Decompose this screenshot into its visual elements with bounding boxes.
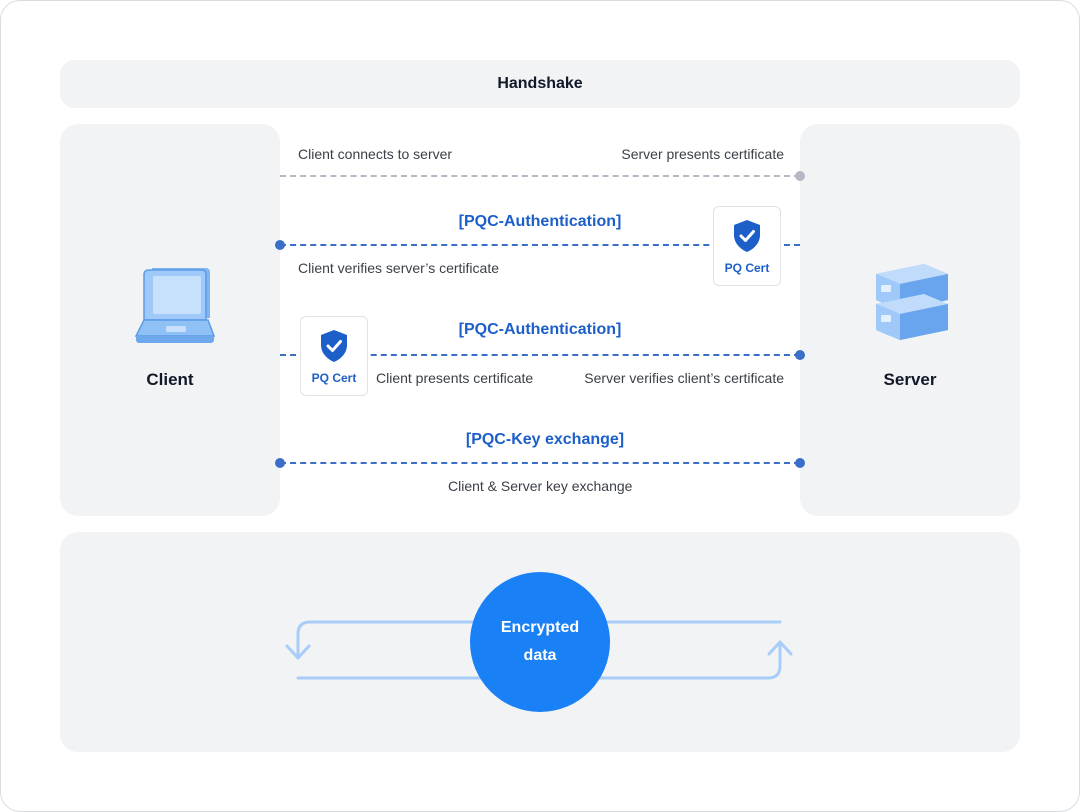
shield-check-icon xyxy=(321,330,347,362)
flow-arrow-right xyxy=(296,642,782,680)
encrypted-label-line1: Encrypted xyxy=(500,619,580,636)
client-presents-cert-text: Client presents certificate xyxy=(376,370,534,386)
pqc-client-auth-title: [PQC-Authentication] xyxy=(458,321,622,338)
server-auth-dot xyxy=(275,240,285,250)
key-exchange-left-dot xyxy=(275,458,285,468)
key-exchange-caption: Client & Server key exchange xyxy=(448,478,633,494)
pqc-server-auth-title: [PQC-Authentication] xyxy=(458,213,622,230)
client-cert-label: PQ Cert xyxy=(311,371,357,385)
client-label: Client xyxy=(146,370,194,389)
client-pq-cert: PQ Cert xyxy=(300,316,368,396)
shield-check-icon xyxy=(734,220,760,252)
client-verifies-text: Client verifies server’s certificate xyxy=(298,260,499,276)
encrypted-data-circle: Encrypted data xyxy=(470,572,610,712)
client-panel: Client xyxy=(60,124,280,516)
server-pq-cert: PQ Cert xyxy=(713,206,781,286)
encrypted-data-label: Encrypted data xyxy=(490,614,590,670)
laptop-icon xyxy=(134,268,216,343)
connect-endpoint-dot xyxy=(795,171,805,181)
pqc-key-exchange-title: [PQC-Key exchange] xyxy=(465,431,625,448)
key-exchange-line xyxy=(280,462,800,464)
server-panel: Server xyxy=(800,124,1020,516)
client-auth-line xyxy=(280,354,800,356)
server-icon xyxy=(876,264,948,340)
encrypted-label-line2: data xyxy=(523,647,557,664)
client-connects-text: Client connects to server xyxy=(298,146,453,162)
server-cert-label: PQ Cert xyxy=(724,261,770,275)
connect-line xyxy=(280,175,800,177)
client-auth-dot xyxy=(795,350,805,360)
handshake-title: Handshake xyxy=(497,75,583,92)
server-label: Server xyxy=(883,370,937,389)
flow-arrow-left xyxy=(296,620,782,658)
server-presents-cert-text: Server presents certificate xyxy=(621,146,784,162)
server-auth-line xyxy=(280,244,800,246)
handshake-header: Handshake xyxy=(60,60,1020,108)
server-verifies-text: Server verifies client’s certificate xyxy=(584,370,784,386)
key-exchange-right-dot xyxy=(795,458,805,468)
